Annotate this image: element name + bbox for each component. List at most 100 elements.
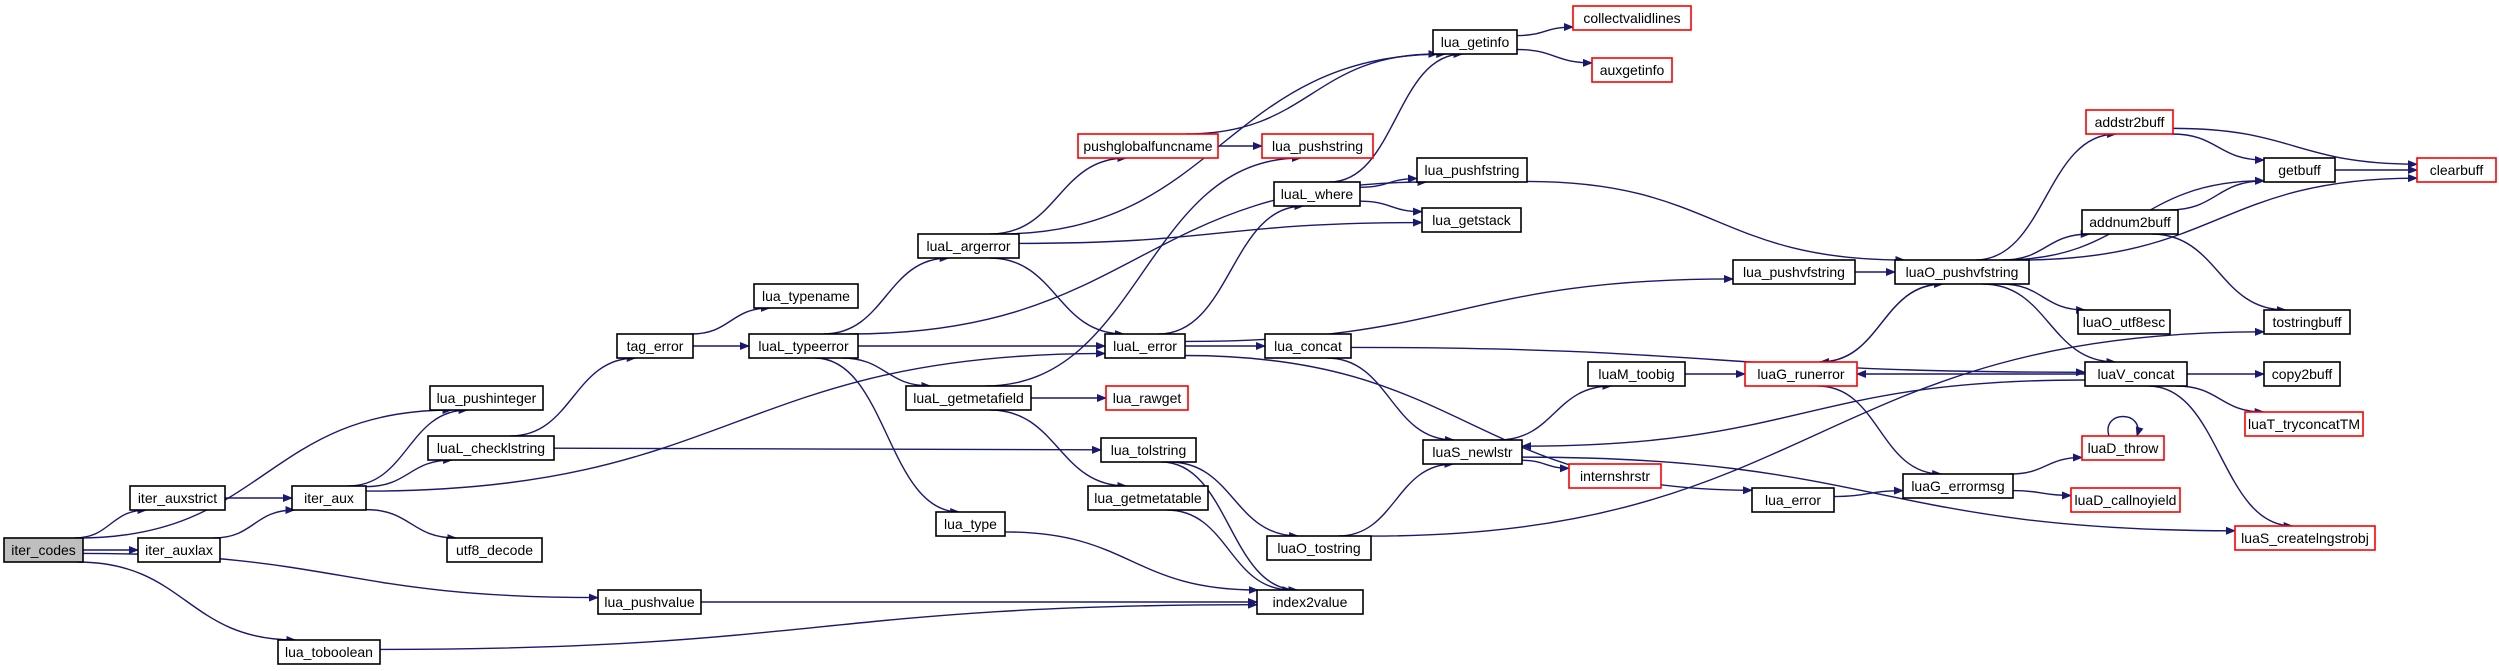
node-iter_codes[interactable]: iter_codes <box>3 537 84 563</box>
node-box[interactable] <box>935 511 1006 537</box>
node-luaL_checklstring[interactable]: luaL_checklstring <box>427 435 555 461</box>
node-box[interactable] <box>1732 259 1856 285</box>
node-tostringbuff[interactable]: tostringbuff <box>2263 309 2351 335</box>
node-index2value[interactable]: index2value <box>1256 589 1364 615</box>
node-box[interactable] <box>748 333 859 359</box>
node-lua_pushvalue[interactable]: lua_pushvalue <box>597 589 702 615</box>
node-tag_error[interactable]: tag_error <box>616 333 694 359</box>
node-box[interactable] <box>1416 157 1528 183</box>
node-lua_error[interactable]: lua_error <box>1751 487 1835 513</box>
node-box[interactable] <box>1087 485 1209 511</box>
node-luaV_concat[interactable]: luaV_concat <box>2084 361 2188 387</box>
node-lua_typename[interactable]: lua_typename <box>753 283 859 309</box>
node-box[interactable] <box>277 639 381 665</box>
node-box[interactable] <box>446 537 543 563</box>
node-iter_aux[interactable]: iter_aux <box>291 485 367 511</box>
node-box[interactable] <box>917 233 1020 259</box>
node-box[interactable] <box>2085 109 2174 135</box>
node-lua_getinfo[interactable]: lua_getinfo <box>1432 29 1518 55</box>
node-luaL_error[interactable]: luaL_error <box>1104 333 1186 359</box>
node-box[interactable] <box>1894 259 2030 285</box>
node-luaL_argerror[interactable]: luaL_argerror <box>917 233 1020 259</box>
node-luaL_getmetafield[interactable]: luaL_getmetafield <box>905 385 1032 411</box>
node-lua_type[interactable]: lua_type <box>935 511 1006 537</box>
node-luaS_createlngstrobj[interactable]: luaS_createlngstrobj <box>2234 525 2376 551</box>
node-box[interactable] <box>2263 309 2351 335</box>
node-box[interactable] <box>2234 525 2376 551</box>
node-luaM_toobig[interactable]: luaM_toobig <box>1587 361 1686 387</box>
node-box[interactable] <box>597 589 702 615</box>
node-luaT_tryconcatTM[interactable]: luaT_tryconcatTM <box>2244 411 2364 437</box>
node-box[interactable] <box>1591 57 1673 83</box>
node-box[interactable] <box>129 485 226 511</box>
node-lua_toboolean[interactable]: lua_toboolean <box>277 639 381 665</box>
node-luaL_where[interactable]: luaL_where <box>1273 181 1361 207</box>
node-box[interactable] <box>2263 361 2341 387</box>
node-copy2buff[interactable]: copy2buff <box>2263 361 2341 387</box>
node-box[interactable] <box>1751 487 1835 513</box>
node-lua_rawget[interactable]: lua_rawget <box>1105 385 1189 411</box>
node-luaD_callnoyield[interactable]: luaD_callnoyield <box>2070 487 2181 513</box>
node-box[interactable] <box>2416 157 2497 183</box>
node-box[interactable] <box>427 435 555 461</box>
node-pushglobalfuncname[interactable]: pushglobalfuncname <box>1077 133 1219 159</box>
node-lua_pushvfstring[interactable]: lua_pushvfstring <box>1732 259 1856 285</box>
node-iter_auxlax[interactable]: iter_auxlax <box>137 537 221 563</box>
node-lua_concat[interactable]: lua_concat <box>1264 333 1352 359</box>
node-lua_getstack[interactable]: lua_getstack <box>1421 207 1522 233</box>
node-luaO_utf8esc[interactable]: luaO_utf8esc <box>2077 309 2171 335</box>
node-box[interactable] <box>2081 435 2165 461</box>
node-box[interactable] <box>3 537 84 563</box>
node-lua_getmetatable[interactable]: lua_getmetatable <box>1087 485 1209 511</box>
node-utf8_decode[interactable]: utf8_decode <box>446 537 543 563</box>
node-box[interactable] <box>2070 487 2181 513</box>
node-lua_pushfstring[interactable]: lua_pushfstring <box>1416 157 1528 183</box>
node-box[interactable] <box>1105 385 1189 411</box>
node-box[interactable] <box>1432 29 1518 55</box>
node-box[interactable] <box>1256 589 1364 615</box>
node-box[interactable] <box>1421 207 1522 233</box>
node-box[interactable] <box>429 385 544 411</box>
node-luaG_errormsg[interactable]: luaG_errormsg <box>1902 473 2014 499</box>
node-luaO_tostring[interactable]: luaO_tostring <box>1266 535 1372 561</box>
node-box[interactable] <box>1261 133 1374 159</box>
node-box[interactable] <box>1100 437 1197 463</box>
node-box[interactable] <box>1572 5 1692 31</box>
node-auxgetinfo[interactable]: auxgetinfo <box>1591 57 1673 83</box>
node-box[interactable] <box>1902 473 2014 499</box>
node-luaD_throw[interactable]: luaD_throw <box>2081 435 2165 461</box>
node-box[interactable] <box>2084 361 2188 387</box>
node-box[interactable] <box>2263 157 2336 183</box>
node-box[interactable] <box>1422 439 1523 465</box>
node-internshrstr[interactable]: internshrstr <box>1568 463 1662 489</box>
node-box[interactable] <box>1273 181 1361 207</box>
node-iter_auxstrict[interactable]: iter_auxstrict <box>129 485 226 511</box>
node-getbuff[interactable]: getbuff <box>2263 157 2336 183</box>
node-luaG_runerror[interactable]: luaG_runerror <box>1744 361 1858 387</box>
node-lua_pushstring[interactable]: lua_pushstring <box>1261 133 1374 159</box>
node-clearbuff[interactable]: clearbuff <box>2416 157 2497 183</box>
node-box[interactable] <box>1077 133 1219 159</box>
node-luaS_newlstr[interactable]: luaS_newlstr <box>1422 439 1523 465</box>
node-box[interactable] <box>2244 411 2364 437</box>
node-box[interactable] <box>291 485 367 511</box>
node-lua_pushinteger[interactable]: lua_pushinteger <box>429 385 544 411</box>
node-box[interactable] <box>1264 333 1352 359</box>
node-box[interactable] <box>753 283 859 309</box>
node-addnum2buff[interactable]: addnum2buff <box>2081 209 2179 235</box>
node-box[interactable] <box>2077 309 2171 335</box>
node-box[interactable] <box>1104 333 1186 359</box>
node-box[interactable] <box>1568 463 1662 489</box>
node-box[interactable] <box>905 385 1032 411</box>
node-lua_tolstring[interactable]: lua_tolstring <box>1100 437 1197 463</box>
node-box[interactable] <box>1266 535 1372 561</box>
node-box[interactable] <box>2081 209 2179 235</box>
node-collectvalidlines[interactable]: collectvalidlines <box>1572 5 1692 31</box>
node-addstr2buff[interactable]: addstr2buff <box>2085 109 2174 135</box>
node-luaL_typeerror[interactable]: luaL_typeerror <box>748 333 859 359</box>
node-box[interactable] <box>1744 361 1858 387</box>
node-luaO_pushvfstring[interactable]: luaO_pushvfstring <box>1894 259 2030 285</box>
node-box[interactable] <box>616 333 694 359</box>
node-box[interactable] <box>137 537 221 563</box>
node-box[interactable] <box>1587 361 1686 387</box>
